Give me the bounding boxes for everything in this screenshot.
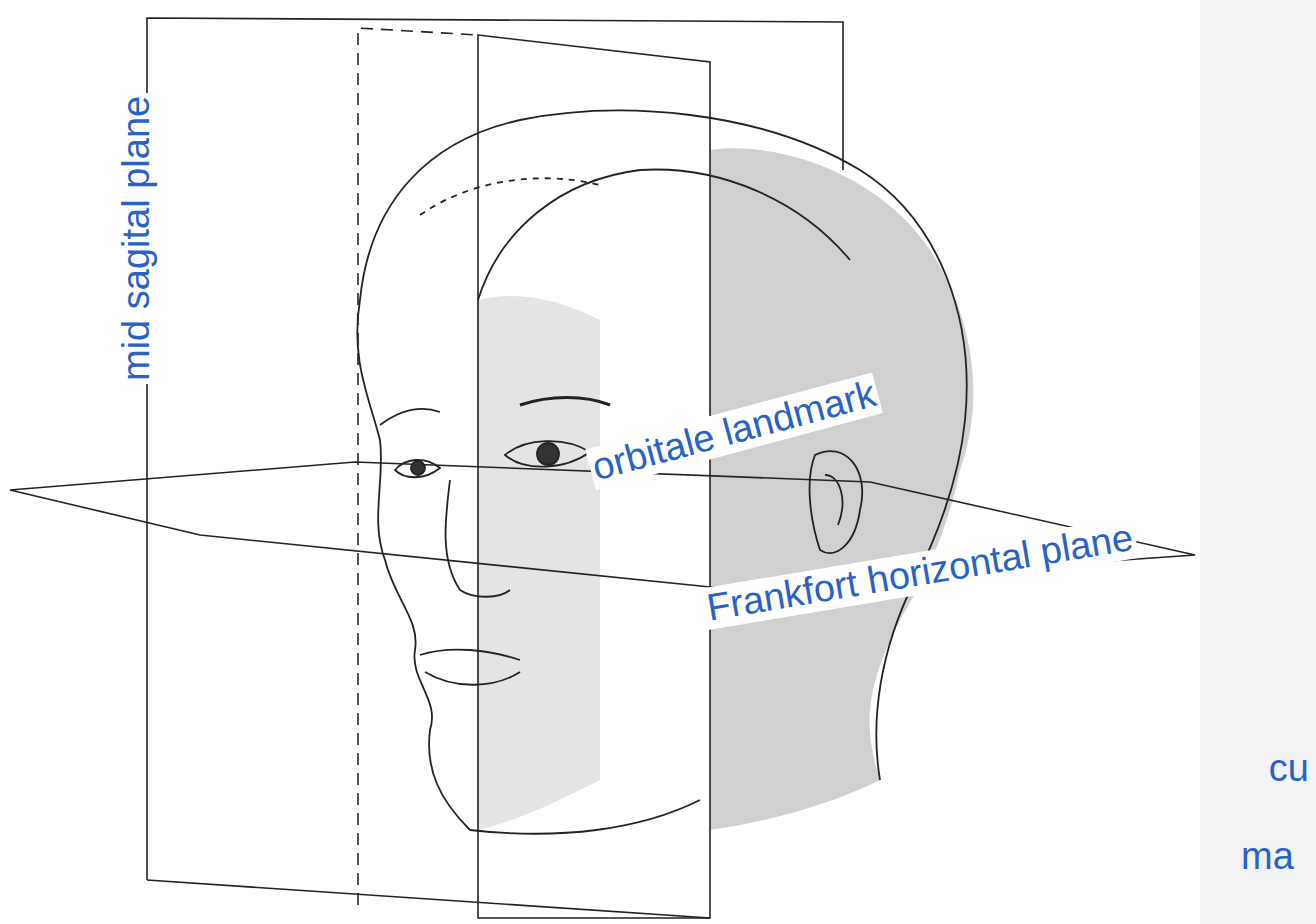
pupil: [411, 461, 425, 475]
ear-inner: [825, 475, 842, 525]
eyebrow: [380, 409, 440, 425]
face-shading: [478, 296, 600, 830]
cut-label: cu: [1266, 748, 1312, 790]
lip: [425, 672, 520, 685]
plane-lines: [10, 18, 1195, 918]
pupil: [537, 443, 559, 465]
sagittal-plane-bottom: [147, 880, 710, 918]
eyebrow: [520, 398, 610, 406]
cut-label: ma: [1238, 836, 1297, 878]
face-profile: [357, 300, 470, 830]
head-drawing: [357, 111, 966, 834]
skull-outline: [360, 111, 967, 580]
nose: [446, 480, 510, 597]
image-ground: [0, 0, 1200, 924]
hair-dash: [420, 178, 600, 215]
eye: [505, 441, 590, 467]
jaw-line: [470, 800, 700, 834]
mouth: [420, 650, 520, 660]
ear: [810, 451, 863, 553]
neck-line: [876, 580, 915, 780]
hair-line: [478, 170, 850, 300]
plane-label: mid sagital plane: [116, 93, 158, 384]
eye: [395, 460, 440, 477]
